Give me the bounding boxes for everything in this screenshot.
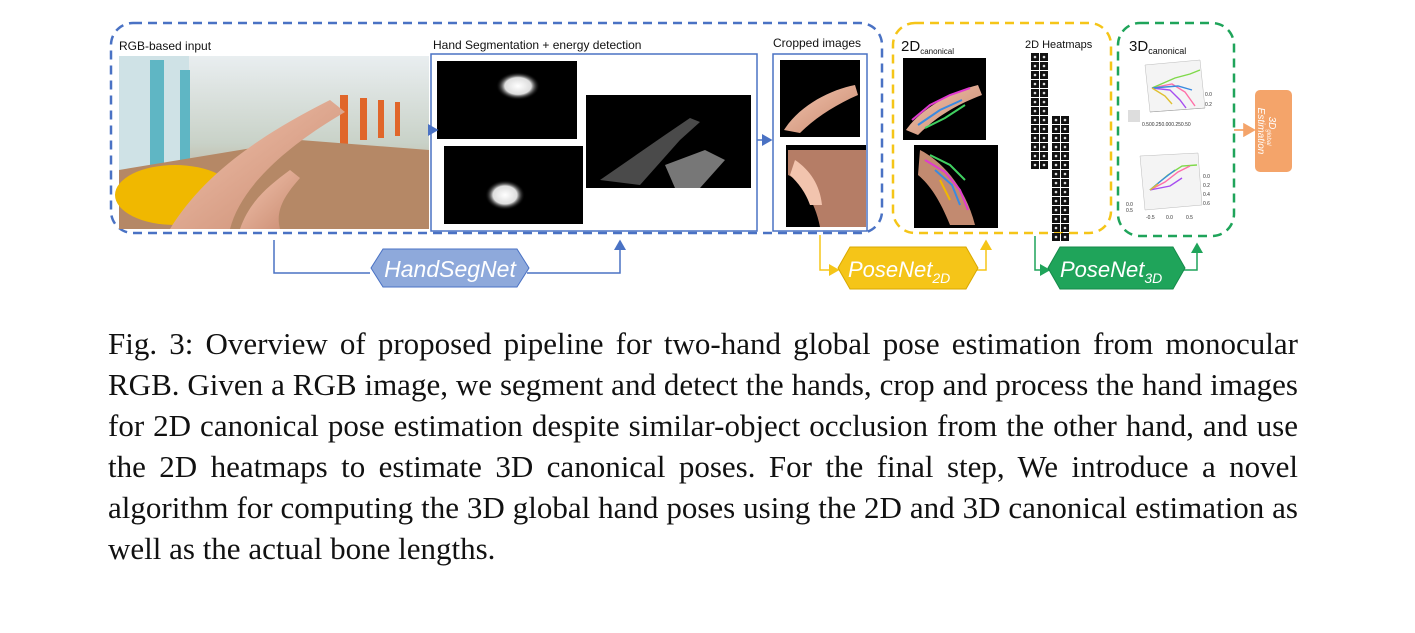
heatmap-peak xyxy=(1063,226,1067,230)
heatmap-stacks xyxy=(1031,53,1069,241)
segmentation-masks xyxy=(437,61,751,224)
handsegnet-label: HandSegNet xyxy=(384,256,517,282)
heatmaps-2d-label: 2D Heatmaps xyxy=(1025,39,1093,51)
heatmap-peak xyxy=(1054,235,1058,239)
heatmap-peak xyxy=(1054,181,1058,185)
heatmap-peak xyxy=(1063,208,1067,212)
heatmap-peak xyxy=(1063,127,1067,131)
heatmap-peak xyxy=(1063,190,1067,194)
heatmap-peak xyxy=(1042,118,1046,122)
pipeline-figure: RGB-based input Hand Segmentation + ener… xyxy=(109,21,1292,290)
heatmap-peak xyxy=(1063,172,1067,176)
heatmap-peak xyxy=(1054,217,1058,221)
heatmap-peak xyxy=(1042,127,1046,131)
heatmap-peak xyxy=(1033,145,1037,149)
canonical-3d-label: 3Dcanonical xyxy=(1129,38,1186,56)
canonical-3d-plot-bottom: 0.0 0.2 0.4 0.6 -0.5 0.0 0.5 0.0 0.5 xyxy=(1126,152,1210,221)
heatmap-peak xyxy=(1054,127,1058,131)
posenet3d-label: PoseNet3D xyxy=(1060,257,1162,286)
heatmap-peak xyxy=(1063,145,1067,149)
heatmap-peak xyxy=(1054,199,1058,203)
caption-label: Fig. 3: xyxy=(108,326,194,361)
heatmap-peak xyxy=(1042,109,1046,113)
heatmap-peak xyxy=(1042,100,1046,104)
heatmap-peak xyxy=(1033,154,1037,158)
heatmap-peak xyxy=(1033,91,1037,95)
heatmap-peak xyxy=(1042,91,1046,95)
handsegnet-block xyxy=(370,248,530,288)
heatmap-peak xyxy=(1042,145,1046,149)
posenet3d-group-border xyxy=(1116,21,1236,238)
plot-bottom-left-tick-1: 0.5 xyxy=(1126,208,1133,214)
plot-bottom-x-tick-0: -0.5 xyxy=(1146,215,1155,221)
heatmap-peak xyxy=(1054,136,1058,140)
plot-bottom-x-tick-1: 0.0 xyxy=(1166,215,1173,221)
canonical-2d-pose-images xyxy=(903,58,998,228)
caption-text: Overview of proposed pipeline for two-ha… xyxy=(108,326,1299,566)
rgb-input-label: RGB-based input xyxy=(119,39,212,53)
posenet3d-block xyxy=(1047,246,1186,290)
heatmap-peak xyxy=(1063,235,1067,239)
global-estimation-block xyxy=(1255,90,1292,172)
heatmap-peak xyxy=(1042,154,1046,158)
plot-top-y-tick-0: 0.0 xyxy=(1205,92,1212,98)
heatmap-peak xyxy=(1054,145,1058,149)
plot-bottom-x-tick-2: 0.5 xyxy=(1186,215,1193,221)
heatmap-peak xyxy=(1033,55,1037,59)
heatmap-peak xyxy=(1033,73,1037,77)
cropped-hand-images xyxy=(780,60,866,227)
heatmap-peak xyxy=(1033,127,1037,131)
global-estimation-label-line2: Estimation xyxy=(1255,108,1266,155)
global-estimation-label: 3Dglobal xyxy=(1265,117,1277,146)
heatmap-peak xyxy=(1054,226,1058,230)
heatmap-peak xyxy=(1042,163,1046,167)
heatmap-peak xyxy=(1042,64,1046,68)
cropped-images-label: Cropped images xyxy=(773,36,861,50)
segmentation-group-border xyxy=(109,21,884,235)
cropped-panel-border xyxy=(772,53,868,232)
plot-top-x-ticks: 0.500.250.000.250.50 xyxy=(1142,122,1191,128)
heatmap-peak xyxy=(1042,73,1046,77)
heatmap-peak xyxy=(1063,154,1067,158)
heatmap-peak xyxy=(1042,55,1046,59)
heatmap-peak xyxy=(1054,190,1058,194)
plot-bottom-y-tick-3: 0.6 xyxy=(1203,201,1210,207)
heatmap-peak xyxy=(1033,118,1037,122)
plot-bottom-left-tick-0: 0.0 xyxy=(1126,202,1133,208)
segmentation-panel-border xyxy=(430,53,758,232)
figure-caption: Fig. 3: Overview of proposed pipeline fo… xyxy=(108,323,1298,569)
heatmap-peak xyxy=(1054,154,1058,158)
canonical-3d-plot-top: 0.0 0.2 0.500.250.000.250.50 xyxy=(1128,59,1212,128)
plot-bottom-y-tick-0: 0.0 xyxy=(1203,174,1210,180)
heatmap-peak xyxy=(1063,136,1067,140)
heatmap-peak xyxy=(1033,64,1037,68)
posenet2d-group-border xyxy=(891,21,1113,235)
heatmap-peak xyxy=(1063,181,1067,185)
posenet2d-label: PoseNet2D xyxy=(848,257,950,286)
plot-top-y-tick-1: 0.2 xyxy=(1205,102,1212,108)
hand-segmentation-label: Hand Segmentation + energy detection xyxy=(433,38,641,52)
heatmap-peak xyxy=(1033,109,1037,113)
heatmap-peak xyxy=(1063,118,1067,122)
rgb-input-image xyxy=(115,56,429,229)
heatmap-peak xyxy=(1063,163,1067,167)
heatmap-peak xyxy=(1063,199,1067,203)
heatmap-peak xyxy=(1054,163,1058,167)
heatmap-peak xyxy=(1033,163,1037,167)
posenet2d-block xyxy=(837,246,979,290)
heatmap-peak xyxy=(1054,172,1058,176)
canonical-2d-label: 2Dcanonical xyxy=(901,38,954,56)
heatmap-peak xyxy=(1033,82,1037,86)
heatmap-peak xyxy=(1033,136,1037,140)
heatmap-peak xyxy=(1042,82,1046,86)
heatmap-peak xyxy=(1033,100,1037,104)
heatmap-peak xyxy=(1054,208,1058,212)
plot-bottom-y-tick-2: 0.4 xyxy=(1203,192,1210,198)
heatmap-peak xyxy=(1054,118,1058,122)
heatmap-peak xyxy=(1063,217,1067,221)
heatmap-peak xyxy=(1042,136,1046,140)
plot-bottom-y-tick-1: 0.2 xyxy=(1203,183,1210,189)
